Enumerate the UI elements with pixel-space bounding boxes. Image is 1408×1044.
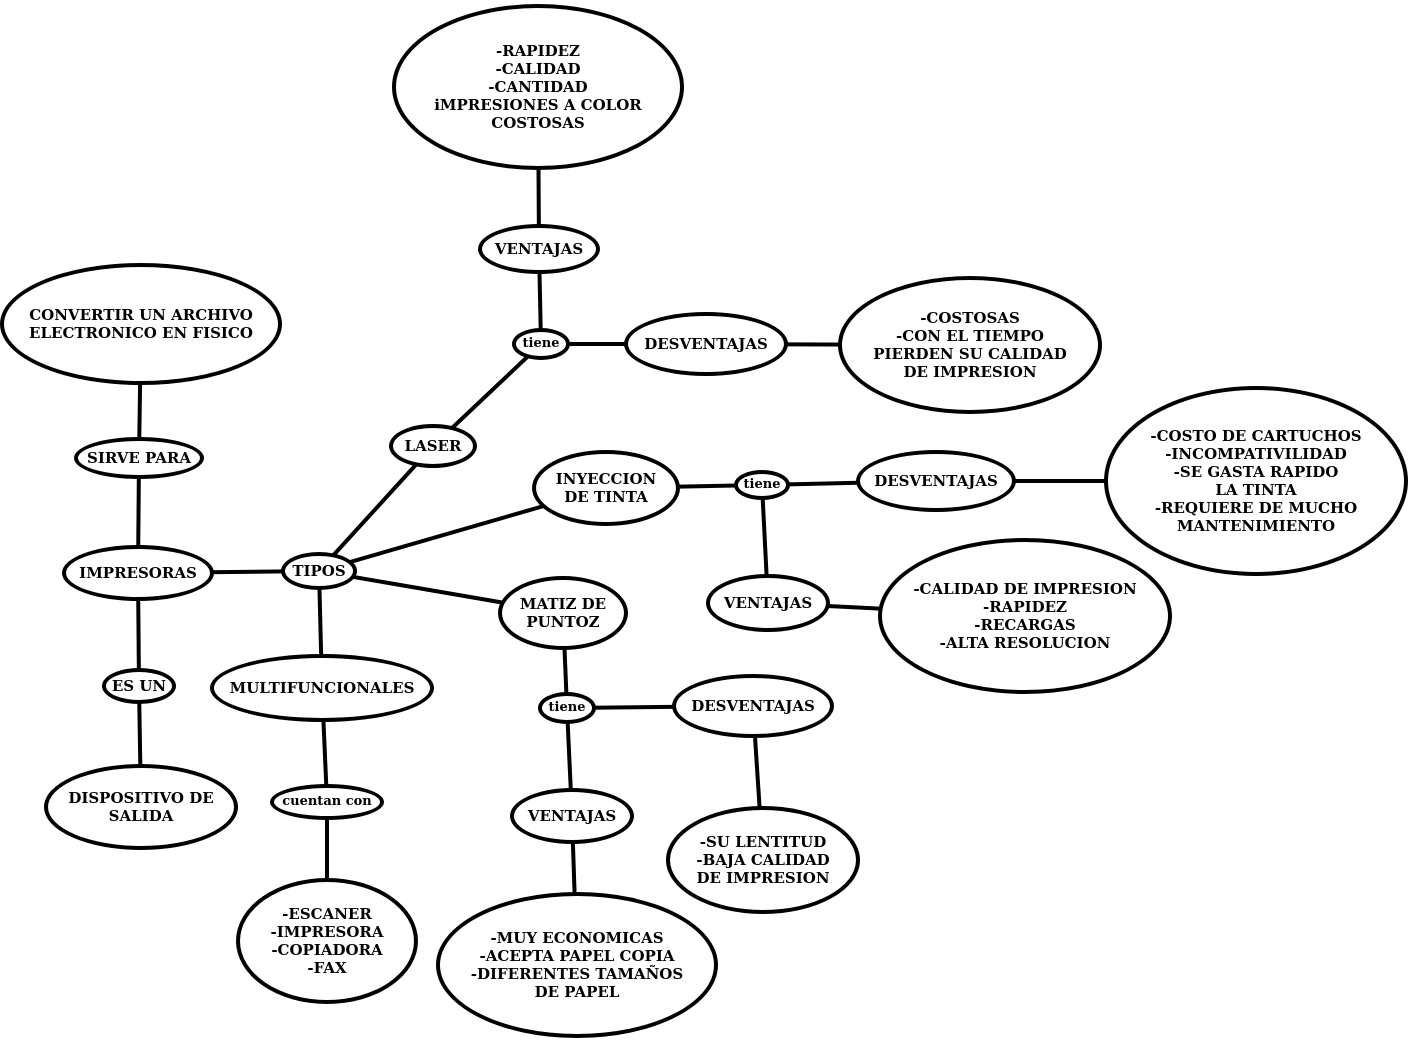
- node-matiz-ventajas: VENTAJAS: [510, 788, 634, 844]
- node-label: cuentan con: [282, 794, 372, 810]
- node-laser-tiene: tiene: [512, 328, 570, 360]
- node-label: -ESCANER -IMPRESORA -COPIADORA -FAX: [270, 905, 384, 977]
- node-sirve-para: SIRVE PARA: [74, 437, 204, 479]
- node-label: SIRVE PARA: [86, 449, 191, 467]
- node-label: MULTIFUNCIONALES: [229, 679, 415, 697]
- node-label: CONVERTIR UN ARCHIVO ELECTRONICO EN FISI…: [29, 306, 253, 342]
- node-inyeccion-desventajas: DESVENTAJAS: [856, 450, 1016, 512]
- node-label: DISPOSITIVO DE SALIDA: [68, 789, 214, 825]
- node-label: -COSTOSAS -CON EL TIEMPO PIERDEN SU CALI…: [873, 309, 1067, 381]
- connector-tipos-laser: [317, 444, 435, 573]
- node-convertir-archivo: CONVERTIR UN ARCHIVO ELECTRONICO EN FISI…: [0, 263, 282, 385]
- node-es-un: ES UN: [102, 668, 176, 704]
- node-label: ES UN: [111, 677, 167, 695]
- node-label: IMPRESORAS: [79, 564, 197, 582]
- node-cuentan-con: cuentan con: [270, 784, 384, 820]
- node-label: -CALIDAD DE IMPRESION -RAPIDEZ -RECARGAS…: [913, 580, 1137, 652]
- node-laser-desventajas: DESVENTAJAS: [624, 312, 788, 376]
- node-tipos: TIPOS: [281, 552, 357, 590]
- node-laser-ventajas-items: -RAPIDEZ -CALIDAD -CANTIDAD iMPRESIONES …: [392, 4, 684, 170]
- node-label: INYECCION DE TINTA: [555, 470, 657, 506]
- node-matiz-desventajas: DESVENTAJAS: [672, 674, 834, 738]
- node-label: DESVENTAJAS: [644, 335, 768, 353]
- node-inyeccion-de-tinta: INYECCION DE TINTA: [532, 450, 680, 526]
- node-label: VENTAJAS: [723, 594, 813, 612]
- node-matiz-tiene: tiene: [538, 692, 596, 724]
- node-label: -RAPIDEZ -CALIDAD -CANTIDAD iMPRESIONES …: [434, 42, 642, 132]
- node-label: -COSTO DE CARTUCHOS -INCOMPATIVILIDAD -S…: [1150, 427, 1362, 535]
- node-label: tiene: [548, 700, 586, 716]
- node-inyeccion-tiene: tiene: [734, 470, 790, 500]
- node-matiz-ventajas-items: -MUY ECONOMICAS -ACEPTA PAPEL COPIA -DIF…: [436, 892, 718, 1038]
- node-inyeccion-ventajas: VENTAJAS: [706, 574, 830, 632]
- node-label: DESVENTAJAS: [874, 472, 998, 490]
- node-matiz-desventajas-items: -SU LENTITUD -BAJA CALIDAD DE IMPRESION: [666, 806, 860, 914]
- node-matiz-de-puntoz: MATIZ DE PUNTOZ: [498, 576, 628, 650]
- node-label: VENTAJAS: [494, 240, 584, 258]
- node-label: VENTAJAS: [527, 807, 617, 825]
- node-inyeccion-desventajas-items: -COSTO DE CARTUCHOS -INCOMPATIVILIDAD -S…: [1104, 386, 1408, 576]
- node-inyeccion-ventajas-items: -CALIDAD DE IMPRESION -RAPIDEZ -RECARGAS…: [878, 538, 1172, 694]
- node-multifuncionales-items: -ESCANER -IMPRESORA -COPIADORA -FAX: [236, 878, 418, 1004]
- node-label: tiene: [522, 336, 560, 352]
- node-label: -MUY ECONOMICAS -ACEPTA PAPEL COPIA -DIF…: [470, 929, 684, 1001]
- node-laser-desventajas-items: -COSTOSAS -CON EL TIEMPO PIERDEN SU CALI…: [838, 276, 1102, 414]
- node-impresoras: IMPRESORAS: [62, 545, 214, 601]
- node-label: -SU LENTITUD -BAJA CALIDAD DE IMPRESION: [696, 833, 830, 887]
- node-multifuncionales: MULTIFUNCIONALES: [210, 654, 434, 722]
- node-label: TIPOS: [292, 562, 346, 580]
- node-label: LASER: [404, 437, 462, 455]
- node-label: DESVENTAJAS: [691, 697, 815, 715]
- node-label: MATIZ DE PUNTOZ: [519, 595, 607, 631]
- node-dispositivo-de-salida: DISPOSITIVO DE SALIDA: [44, 764, 238, 850]
- node-label: tiene: [743, 477, 781, 493]
- node-laser: LASER: [389, 424, 477, 468]
- node-laser-ventajas: VENTAJAS: [478, 224, 600, 274]
